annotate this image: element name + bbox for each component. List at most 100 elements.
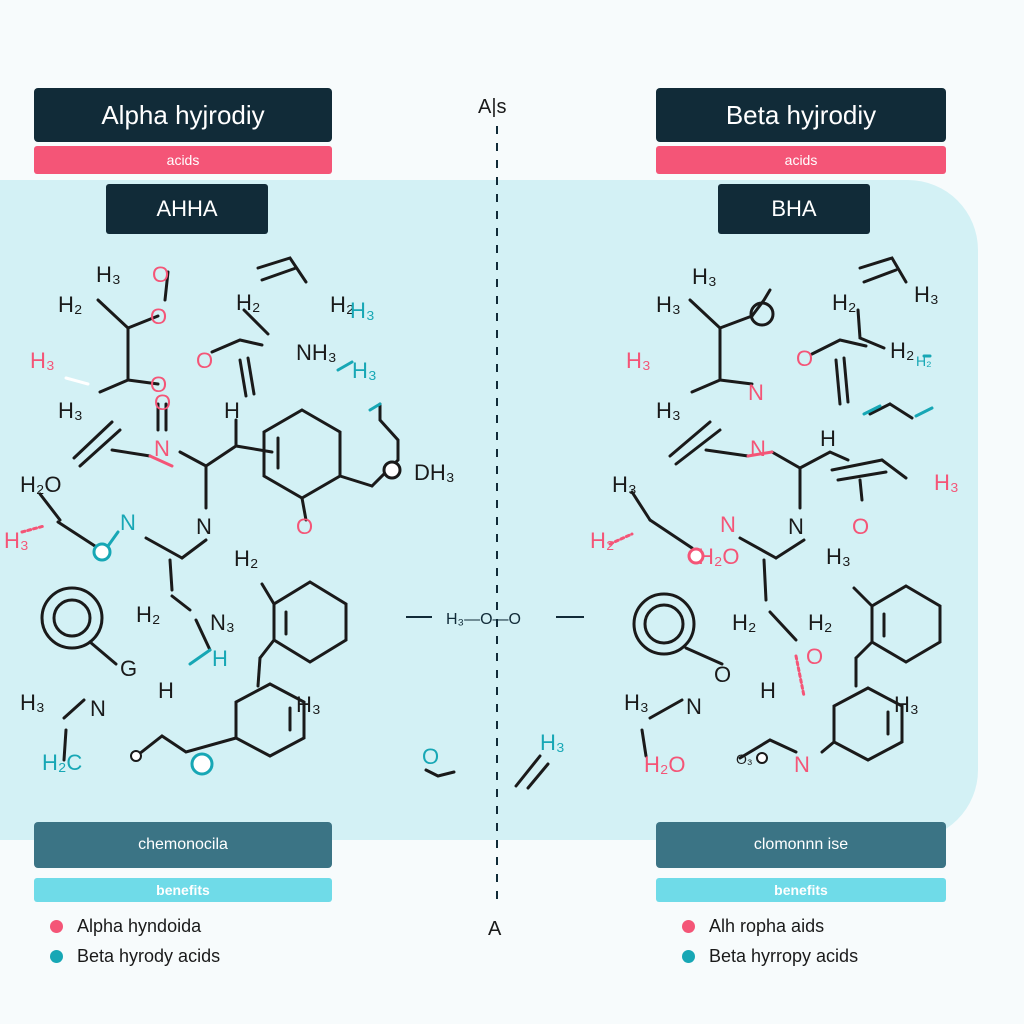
svg-text:O: O <box>152 262 169 287</box>
svg-text:H₃: H₃ <box>626 348 651 373</box>
svg-text:N: N <box>748 380 764 405</box>
bha-label: BHA <box>718 184 870 234</box>
aha-legend-item-2: Beta hyrody acids <box>50 946 220 967</box>
bha-legend-item-1: Alh ropha aids <box>682 916 824 937</box>
bha-benefits-bar: benefits <box>656 878 946 902</box>
svg-text:O₃: O₃ <box>736 751 753 767</box>
svg-text:O: O <box>296 514 313 539</box>
svg-text:H₃: H₃ <box>350 298 375 323</box>
svg-text:H₂O: H₂O <box>20 472 62 497</box>
svg-text:H₃: H₃ <box>894 692 919 717</box>
pink-dot-icon <box>50 920 63 933</box>
svg-text:H₃: H₃ <box>4 528 29 553</box>
svg-text:H₂: H₂ <box>890 338 914 363</box>
aha-oxygen-node-2 <box>130 750 142 762</box>
svg-text:O: O <box>150 372 167 397</box>
svg-text:H₃: H₃ <box>692 264 717 289</box>
teal-dot-icon <box>682 950 695 963</box>
svg-text:NH₃: NH₃ <box>296 340 337 365</box>
svg-text:N: N <box>788 514 804 539</box>
bha-pink-atoms: H₃ O N N H₃ O H₂ H₂O N O H₂O N <box>590 346 959 777</box>
svg-text:H₂: H₂ <box>832 290 856 315</box>
aha-teal-atom-node <box>92 542 112 562</box>
svg-text:H₂: H₂ <box>236 290 260 315</box>
legend-label: Alpha hyndoida <box>77 916 202 936</box>
svg-text:H₃: H₃ <box>612 472 637 497</box>
svg-text:O: O <box>714 662 731 687</box>
svg-text:G: G <box>120 656 137 681</box>
svg-text:O: O <box>422 744 439 769</box>
svg-text:N: N <box>90 696 106 721</box>
svg-text:H₃: H₃ <box>656 398 681 423</box>
svg-text:H₃: H₃ <box>624 690 649 715</box>
svg-text:H: H <box>158 678 174 703</box>
aha-legend-item-1: Alpha hyndoida <box>50 916 201 937</box>
svg-text:H₂: H₂ <box>234 546 258 571</box>
divider-top-label: A|s <box>478 96 507 118</box>
svg-text:H₂: H₂ <box>330 292 354 317</box>
aha-label: AHHA <box>106 184 268 234</box>
center-chain-label: H₃—O—O <box>446 611 521 628</box>
bha-oxygen-node <box>756 752 768 764</box>
bha-chem-bar: clomonnn ise <box>656 822 946 868</box>
svg-text:H₃: H₃ <box>656 292 681 317</box>
svg-text:N: N <box>686 694 702 719</box>
svg-text:H₂O: H₂O <box>644 752 686 777</box>
bha-atom-labels: H₃ H₃ H₂ H₃ H₂ H₃ H H₃ N H₃ H₂ H₂ O H H₃… <box>612 264 939 767</box>
comparison-panel-background <box>0 180 978 840</box>
legend-label: Alh ropha aids <box>709 916 825 936</box>
bha-colored-bonds <box>608 354 934 698</box>
svg-text:H₂: H₂ <box>732 610 756 635</box>
bha-pink-atom-node <box>687 547 705 565</box>
aha-pink-atoms: O O H₃ O O O N H₃ O <box>4 262 313 553</box>
bha-bonds <box>630 256 942 762</box>
teal-dot-icon <box>50 950 63 963</box>
svg-text:N: N <box>794 752 810 777</box>
legend-label: Beta hyrody acids <box>77 946 221 966</box>
svg-text:H₂: H₂ <box>590 528 614 553</box>
svg-text:O: O <box>796 346 813 371</box>
aha-atom-labels: H₃ H₂ H₂ H₂ NH₃ H₃ H DH₃ H₂O N H₂ H₂ N₃ … <box>20 262 455 721</box>
svg-text:H₂: H₂ <box>808 610 832 635</box>
svg-text:N: N <box>750 436 766 461</box>
svg-text:DH₃: DH₃ <box>414 460 455 485</box>
svg-text:H₃: H₃ <box>540 730 565 755</box>
svg-text:H₃: H₃ <box>934 470 959 495</box>
svg-text:H: H <box>820 426 836 451</box>
svg-text:N: N <box>720 512 736 537</box>
svg-text:O: O <box>852 514 869 539</box>
svg-text:H₂O: H₂O <box>698 544 740 569</box>
svg-text:N: N <box>154 436 170 461</box>
divider-bottom-label: A <box>488 918 502 940</box>
svg-text:H₃: H₃ <box>352 358 377 383</box>
svg-text:H₃: H₃ <box>20 690 45 715</box>
bha-teal-atoms: H₂ <box>916 353 932 369</box>
aha-chem-bar: chemonocila <box>34 822 332 868</box>
aha-teal-atom-node-2 <box>190 752 214 776</box>
bha-legend-item-2: Beta hyrropy acids <box>682 946 858 967</box>
svg-text:H: H <box>224 398 240 423</box>
svg-text:O: O <box>154 390 171 415</box>
svg-text:H₃: H₃ <box>58 398 83 423</box>
svg-text:H₃: H₃ <box>826 544 851 569</box>
svg-text:N: N <box>196 514 212 539</box>
aha-colored-bonds <box>20 360 382 666</box>
aha-oxygen-node <box>382 460 402 480</box>
svg-text:N: N <box>120 510 136 535</box>
svg-text:H₃: H₃ <box>914 282 939 307</box>
aha-teal-atoms: H₃ H₃ N H H₂C O H₃ <box>42 298 565 775</box>
aha-subtitle: acids <box>34 146 332 174</box>
aha-title: Alpha hyjrodiy <box>34 88 332 142</box>
svg-text:H₂: H₂ <box>916 353 932 369</box>
svg-text:H₃: H₃ <box>30 348 55 373</box>
legend-label: Beta hyrropy acids <box>709 946 859 966</box>
aha-bonds <box>38 256 550 790</box>
svg-text:O: O <box>196 348 213 373</box>
svg-text:N₃: N₃ <box>210 610 235 635</box>
svg-text:H: H <box>212 646 228 671</box>
svg-text:H: H <box>760 678 776 703</box>
svg-text:H₂: H₂ <box>58 292 82 317</box>
bha-title: Beta hyjrodiy <box>656 88 946 142</box>
svg-text:H₂: H₂ <box>136 602 160 627</box>
